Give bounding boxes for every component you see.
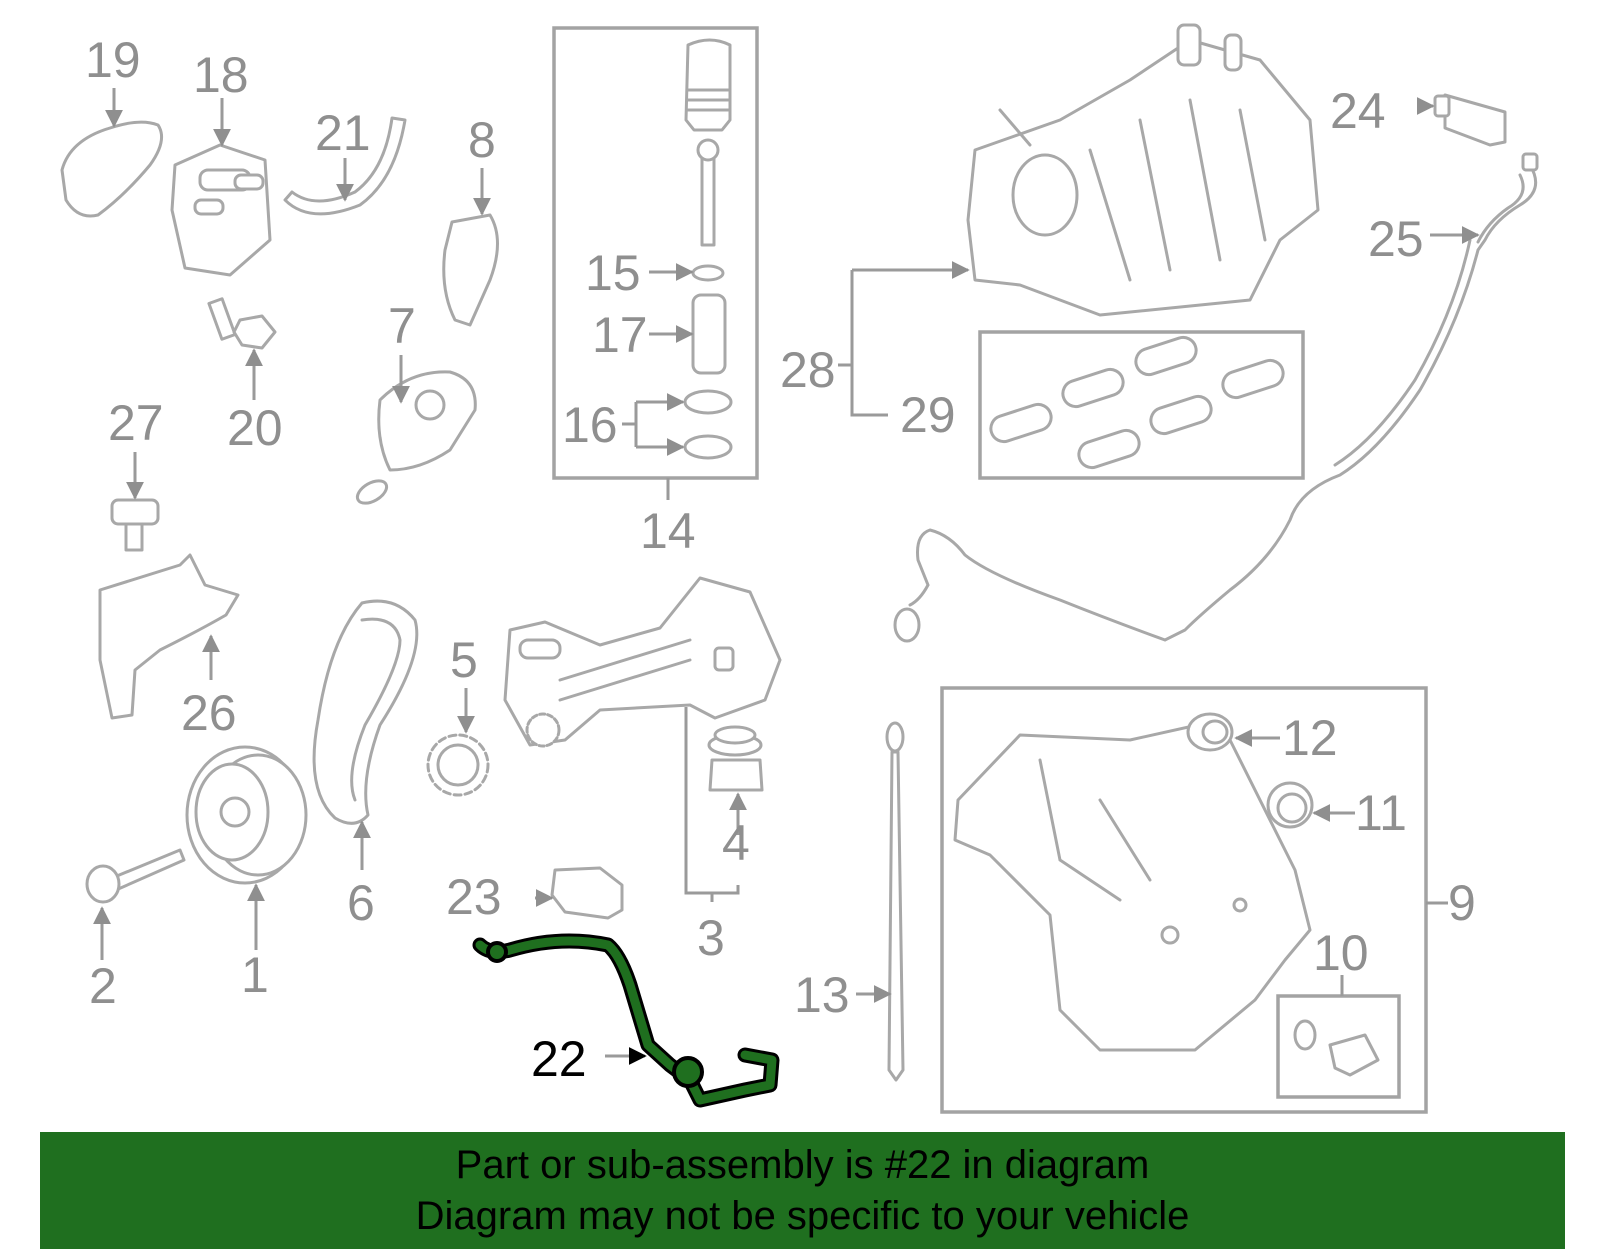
info-banner: Part or sub-assembly is #22 in diagram D… xyxy=(40,1132,1565,1249)
label-29: 29 xyxy=(900,387,956,443)
label-8: 8 xyxy=(468,112,496,168)
filter-group-box xyxy=(552,26,759,480)
part-26-shape xyxy=(98,553,240,720)
leader-lines xyxy=(93,88,1480,1065)
part-22-highlighted-tube xyxy=(472,933,780,1108)
label-13: 13 xyxy=(794,967,850,1023)
label-12: 12 xyxy=(1282,710,1338,766)
part-20-shape xyxy=(207,297,277,350)
part-4-shape xyxy=(707,725,764,792)
banner-line-1: Part or sub-assembly is #22 in diagram xyxy=(455,1143,1150,1187)
part-8-shape xyxy=(442,213,499,327)
label-25: 25 xyxy=(1368,211,1424,267)
label-28: 28 xyxy=(780,342,836,398)
part-2-shape xyxy=(85,848,186,904)
part-28-shape xyxy=(966,23,1320,317)
part-1-shape xyxy=(185,745,308,885)
label-18: 18 xyxy=(193,47,249,103)
part-7-shape xyxy=(355,370,477,505)
label-2: 2 xyxy=(89,958,117,1014)
label-26: 26 xyxy=(181,685,237,741)
label-19: 19 xyxy=(85,32,141,88)
part-11-shape xyxy=(1266,781,1314,829)
label-11: 11 xyxy=(1355,785,1407,841)
label-6: 6 xyxy=(347,875,375,931)
label-9: 9 xyxy=(1448,875,1476,931)
label-20: 20 xyxy=(227,400,283,456)
part-6-shape xyxy=(312,599,419,825)
part-3-shape xyxy=(503,576,782,748)
label-1: 1 xyxy=(241,947,269,1003)
label-27: 27 xyxy=(108,395,164,451)
label-22: 22 xyxy=(531,1031,587,1087)
banner-line-2: Diagram may not be specific to your vehi… xyxy=(415,1194,1190,1238)
part-23-shape xyxy=(550,866,624,920)
part-27-shape xyxy=(110,498,160,552)
label-17: 17 xyxy=(592,307,648,363)
label-7: 7 xyxy=(388,298,416,354)
part-12-shape xyxy=(1186,712,1234,752)
label-16: 16 xyxy=(562,397,618,453)
oil-pan-box xyxy=(940,686,1428,1114)
label-23: 23 xyxy=(446,869,502,925)
part-5-shape xyxy=(426,733,490,797)
part-10-shape xyxy=(1293,1019,1380,1077)
part-9-shape xyxy=(953,718,1312,1052)
part-29-shape xyxy=(989,335,1285,470)
part-18-shape xyxy=(170,143,272,277)
label-21: 21 xyxy=(315,105,371,161)
part-21-shape xyxy=(283,116,407,216)
label-3: 3 xyxy=(697,910,725,966)
drain-plug-box xyxy=(1276,994,1401,1099)
part-19-shape xyxy=(60,120,164,218)
part-14-shape xyxy=(683,38,733,460)
part-13-shape xyxy=(885,721,905,1082)
label-5: 5 xyxy=(450,632,478,688)
label-10: 10 xyxy=(1313,925,1369,981)
gasket-kit-box xyxy=(978,330,1305,480)
label-14: 14 xyxy=(640,503,696,559)
label-15: 15 xyxy=(585,245,641,301)
label-4: 4 xyxy=(722,815,750,871)
part-25-shape xyxy=(893,152,1539,643)
part-24-shape xyxy=(1433,93,1507,147)
label-24: 24 xyxy=(1330,83,1386,139)
